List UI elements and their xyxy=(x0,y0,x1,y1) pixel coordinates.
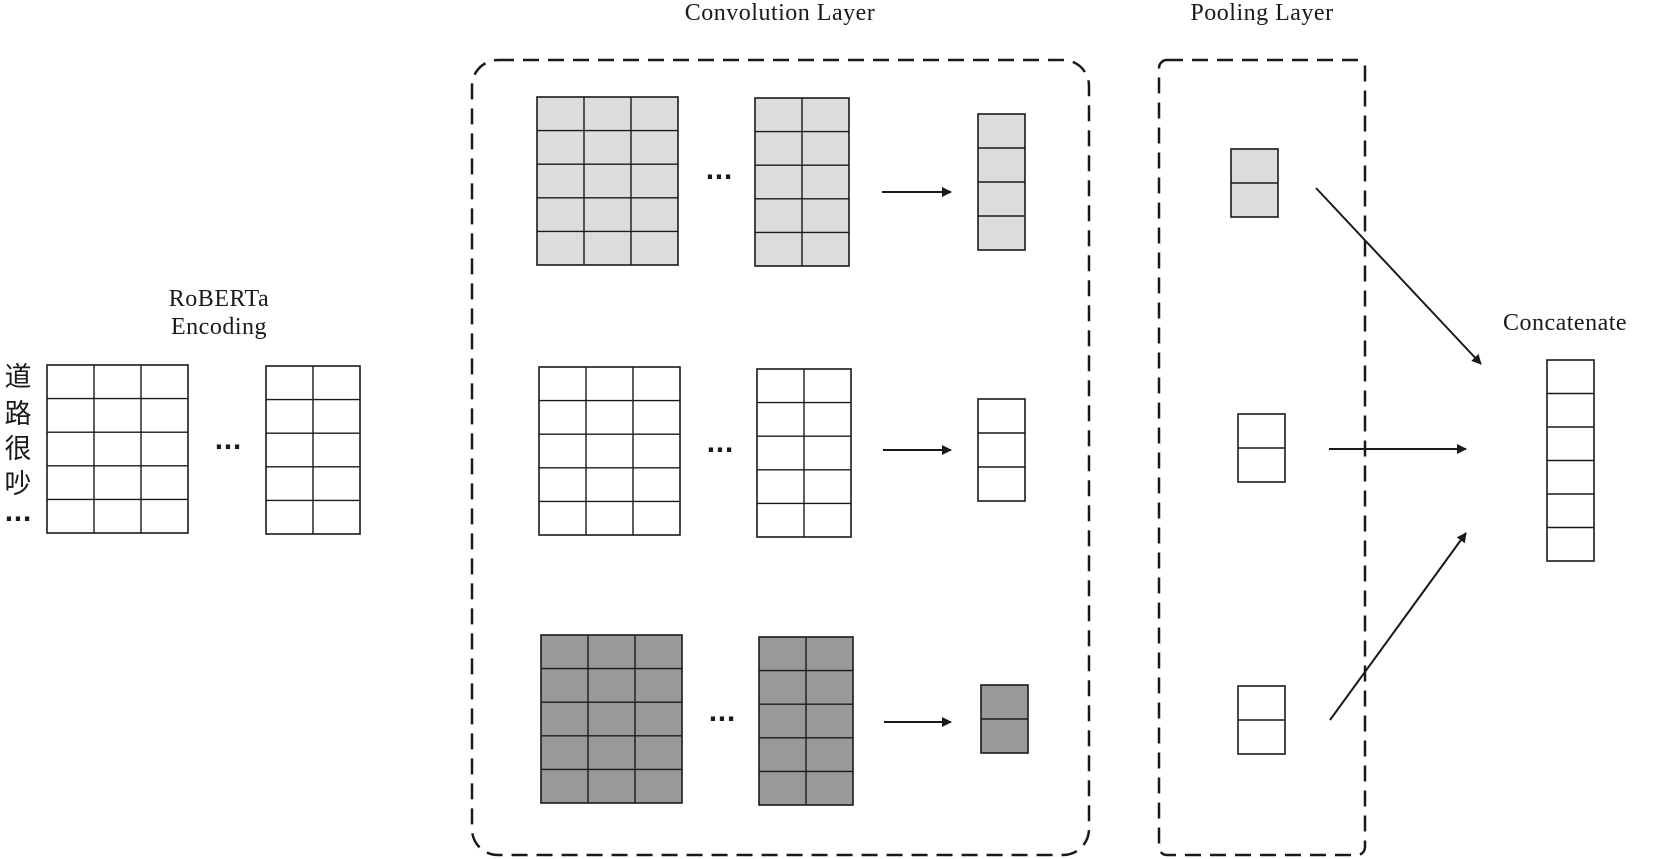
pooled-vector-top xyxy=(1230,148,1279,218)
conv-row3-ellipsis: ··· xyxy=(708,705,735,733)
input-token: 路 xyxy=(5,399,32,429)
conv-kernel-row2-last xyxy=(756,368,852,538)
input-token-ellipsis: ··· xyxy=(4,505,31,533)
convolution-layer-box xyxy=(470,58,1091,857)
conv-row1-ellipsis: ··· xyxy=(705,163,732,191)
encoding-matrix-last xyxy=(265,365,361,535)
encoding-title-line2: Encoding xyxy=(171,314,267,340)
input-token: 道 xyxy=(5,362,32,392)
conv-kernel-row3 xyxy=(540,634,683,804)
pooled-vector-middle xyxy=(1237,413,1286,483)
matrix-outline xyxy=(536,96,679,266)
concatenate-title: Concatenate xyxy=(1503,310,1627,336)
matrix-outline xyxy=(540,634,683,804)
pool-arrow-bottom xyxy=(1329,532,1467,721)
conv-kernel-row1-last xyxy=(754,97,850,267)
input-token: 吵 xyxy=(5,469,32,499)
matrix-grids xyxy=(46,96,1595,806)
conv-feature-row1 xyxy=(977,113,1026,251)
pooling-layer-box xyxy=(1157,58,1367,857)
pooling-layer-title: Pooling Layer xyxy=(1190,0,1333,26)
encoding-matrix xyxy=(46,364,189,534)
conv-feature-row3 xyxy=(980,684,1029,754)
concatenated-vector xyxy=(1546,359,1595,562)
pool-arrow-top xyxy=(1315,187,1482,365)
conv-row2-ellipsis: ··· xyxy=(706,436,733,464)
matrix-outline xyxy=(538,366,681,536)
input-tokens: 道 路 很 吵 ··· xyxy=(4,362,31,533)
convolution-layer-title: Convolution Layer xyxy=(685,0,875,26)
conv-feature-row2 xyxy=(977,398,1026,502)
matrix-outline xyxy=(977,398,1026,502)
pooled-vector-bottom xyxy=(1237,685,1286,755)
input-token: 很 xyxy=(5,434,32,464)
conv-kernel-row1 xyxy=(536,96,679,266)
conv-kernel-row3-last xyxy=(758,636,854,806)
matrix-outline xyxy=(46,364,189,534)
conv-kernel-row2 xyxy=(538,366,681,536)
encoding-title-line1: RoBERTa xyxy=(169,286,269,312)
encoding-ellipsis: ··· xyxy=(214,433,241,461)
